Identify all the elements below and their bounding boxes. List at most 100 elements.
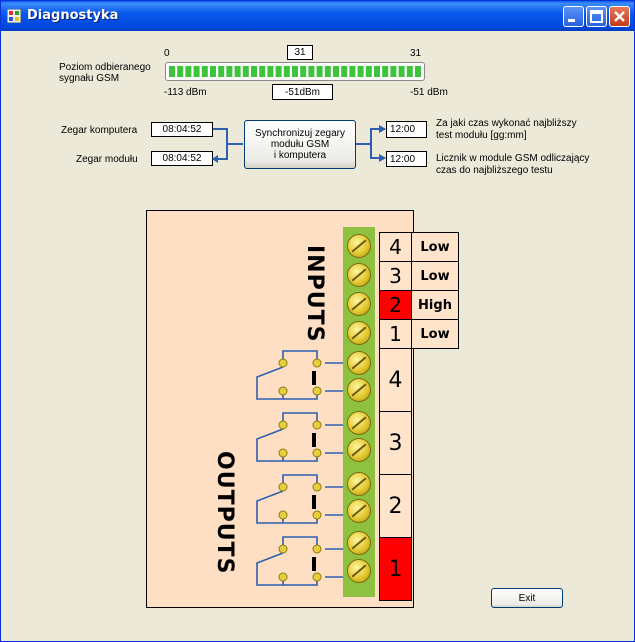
- signal-segment: [210, 66, 216, 77]
- relay-contact-dot: [278, 420, 288, 430]
- sync-clocks-button[interactable]: Synchronizuj zegary modułu GSM i kompute…: [244, 120, 356, 169]
- relay-wire-coil-top: [282, 536, 318, 549]
- module-clock-label: Zegar modułu: [76, 154, 138, 165]
- terminal-screw: [347, 411, 371, 435]
- close-icon: [614, 11, 625, 22]
- input-number-1: 1: [379, 319, 412, 349]
- signal-segment: [292, 66, 298, 77]
- terminal-screw: [347, 438, 371, 462]
- relay-wire-contact: [256, 428, 318, 462]
- signal-segment: [300, 66, 307, 77]
- signal-segment: [283, 66, 290, 77]
- relay-diagram: [256, 350, 357, 586]
- signal-segment: [169, 66, 175, 77]
- signal-segment: [357, 66, 364, 77]
- relay-contact-dot: [278, 358, 288, 368]
- terminal-screw: [347, 321, 371, 345]
- relay-contact-dot: [278, 572, 288, 582]
- signal-level-meter: [165, 62, 425, 81]
- terminal-screw: [347, 263, 371, 287]
- screw-slot: [351, 504, 367, 518]
- signal-segment: [234, 66, 241, 77]
- sync-button-line1: Synchronizuj zegary: [254, 128, 346, 139]
- signal-segment: [267, 66, 274, 77]
- screw-slot: [351, 383, 367, 397]
- computer-clock-label: Zegar komputera: [61, 125, 138, 136]
- screw-slot: [351, 536, 367, 550]
- maximize-button[interactable]: [586, 6, 607, 27]
- screw-slot: [351, 356, 367, 370]
- countdown-label-line2: czas do najbliższego testu: [436, 165, 553, 176]
- sync-button-line2: modułu GSM: [270, 139, 330, 150]
- signal-segment: [415, 66, 421, 77]
- relay-contact-dot: [312, 510, 322, 520]
- signal-label-line1: Poziom odbieranego: [59, 62, 151, 73]
- test-interval-label-line2: test modułu [gg:mm]: [436, 130, 527, 141]
- signal-segment: [333, 66, 339, 77]
- relay-contact-dot: [312, 572, 322, 582]
- signal-segment: [177, 66, 184, 77]
- signal-label-line2: sygnału GSM: [59, 73, 120, 84]
- signal-segment: [193, 66, 200, 77]
- relay-contact-dot: [312, 482, 322, 492]
- dbm-min-label: -113 dBm: [164, 87, 207, 98]
- terminal-screw: [347, 292, 371, 316]
- relay-wire-coil-top: [282, 412, 318, 425]
- relay-contact-dot: [278, 482, 288, 492]
- client-area: Poziom odbieranego sygnału GSM 0 31 31 -…: [5, 31, 630, 638]
- dbm-current-value: -51dBm: [272, 84, 333, 100]
- title-bar[interactable]: Diagnostyka: [1, 1, 634, 31]
- signal-segment: [324, 66, 331, 77]
- sync-button-line3: i komputera: [273, 150, 327, 161]
- relay-wire-coil-top: [282, 474, 318, 487]
- exit-button[interactable]: Exit: [491, 588, 563, 608]
- terminal-screw: [347, 559, 371, 583]
- maximize-icon: [590, 10, 603, 23]
- window-title: Diagnostyka: [27, 8, 119, 23]
- signal-segment: [201, 66, 208, 77]
- signal-current-value: 31: [287, 45, 313, 60]
- input-number-2: 2: [379, 290, 412, 320]
- signal-segment: [341, 66, 348, 77]
- output-number-2: 2: [379, 474, 412, 538]
- terminal-screw: [347, 499, 371, 523]
- screw-slot: [351, 297, 367, 311]
- signal-max-label: 31: [410, 48, 422, 59]
- connector-arrows: [212, 125, 386, 163]
- signal-segment: [390, 66, 397, 77]
- relay-contact-dot: [312, 544, 322, 554]
- dbm-max-label: -51 dBm: [410, 87, 448, 98]
- minimize-button[interactable]: [563, 6, 584, 27]
- output-number-3: 3: [379, 411, 412, 475]
- terminal-screw: [347, 351, 371, 375]
- signal-level-bar: [169, 66, 421, 77]
- output-number-4: 4: [379, 348, 412, 412]
- relay-contact-dot: [312, 386, 322, 396]
- test-interval-input[interactable]: [386, 121, 427, 138]
- relay-contact-dot: [312, 358, 322, 368]
- signal-segment: [374, 66, 380, 77]
- signal-segment: [259, 66, 266, 77]
- relay-contact-dot: [278, 448, 288, 458]
- signal-segment: [242, 66, 249, 77]
- computer-clock-value: 08:04:52: [151, 122, 213, 137]
- app-icon: [7, 9, 21, 23]
- signal-segment: [275, 66, 282, 77]
- screw-slot: [351, 416, 367, 430]
- input-number-4: 4: [379, 232, 412, 262]
- close-button[interactable]: [609, 6, 630, 27]
- relay-contact-dot: [312, 420, 322, 430]
- screw-slot: [351, 326, 367, 340]
- relay-wire-contact: [256, 366, 318, 400]
- signal-segment: [365, 66, 372, 77]
- screw-slot: [351, 268, 367, 282]
- test-interval-label-line1: Za jaki czas wykonać najbliższy: [436, 118, 577, 129]
- signal-segment: [406, 66, 413, 77]
- relay-wire-contact: [256, 490, 318, 524]
- relay-wire-contact: [256, 552, 318, 586]
- output-number-1: 1: [379, 537, 412, 601]
- relay-contact-dot: [278, 386, 288, 396]
- input-state-3: Low: [411, 261, 459, 291]
- signal-segment: [349, 66, 356, 77]
